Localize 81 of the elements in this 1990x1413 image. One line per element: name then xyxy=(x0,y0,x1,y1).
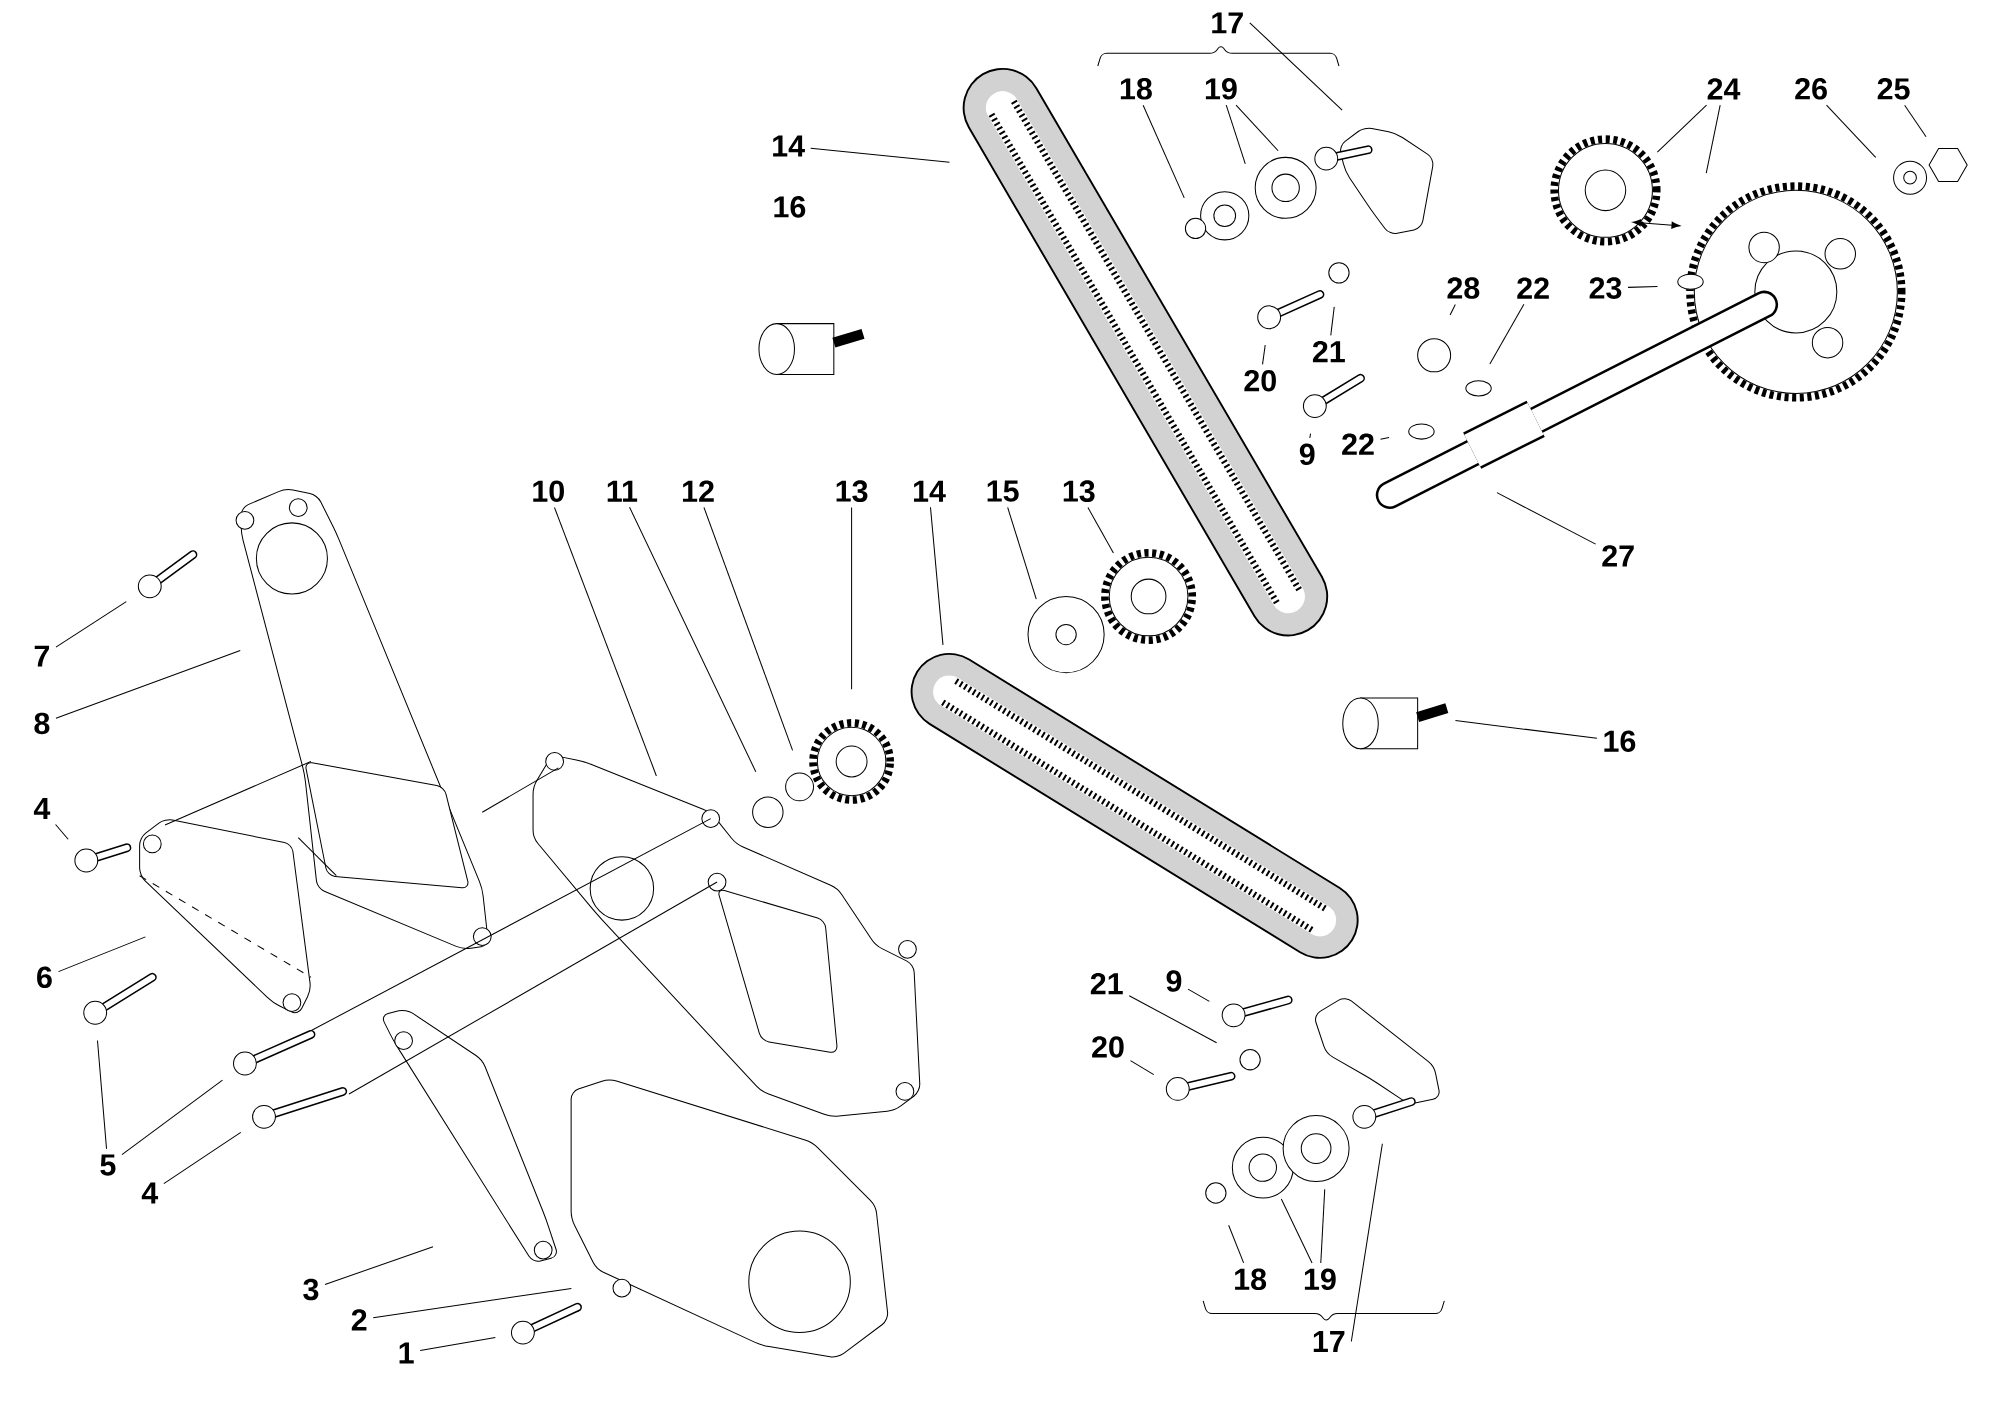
callout-number: 28 xyxy=(1447,277,1480,300)
leader-line xyxy=(55,601,127,648)
callout-number: 25 xyxy=(1877,78,1910,100)
leader-line xyxy=(163,1132,242,1185)
leader-line xyxy=(57,936,146,973)
leader-line xyxy=(810,147,950,163)
callout-number: 24 xyxy=(1707,78,1741,100)
callout-number: 22 xyxy=(1517,277,1549,299)
leader-line xyxy=(1489,304,1525,365)
callout-number: 19 xyxy=(1304,1268,1336,1291)
leader-line xyxy=(1309,433,1312,439)
leader-line xyxy=(1235,104,1279,152)
callout-number: 13 xyxy=(1063,480,1095,503)
callout-number: 17 xyxy=(1212,12,1243,34)
callout-number: 23 xyxy=(1589,277,1622,300)
leader-line xyxy=(554,507,657,777)
callout-number: 16 xyxy=(1604,730,1636,753)
callout-number: 18 xyxy=(1120,78,1152,100)
callout-number: 6 xyxy=(37,966,52,989)
callout-number: 3 xyxy=(303,1278,319,1301)
callout-number: 21 xyxy=(1090,973,1123,995)
callout-number: 20 xyxy=(1244,370,1276,392)
callout-number: 16 xyxy=(774,196,806,218)
leader-line xyxy=(121,1079,223,1156)
callout-number: 17 xyxy=(1313,1331,1345,1353)
leader-line xyxy=(851,507,853,690)
callout-number: 1 xyxy=(399,1342,414,1364)
leader-line xyxy=(1320,1188,1326,1264)
leader-line xyxy=(1454,720,1598,740)
leader-line xyxy=(324,1246,434,1286)
leader-line xyxy=(372,1288,572,1319)
callout-number: 21 xyxy=(1312,341,1345,363)
callout-number: 22 xyxy=(1342,433,1374,456)
callout-number: 12 xyxy=(683,480,714,502)
leader-line xyxy=(1330,306,1335,337)
callout-number: 14 xyxy=(914,480,946,502)
callout-number: 4 xyxy=(141,1182,159,1204)
leader-line xyxy=(1187,988,1210,1003)
callout-number: 4 xyxy=(33,798,51,820)
leader-line xyxy=(96,1040,108,1150)
leader-line xyxy=(1380,437,1390,441)
leader-line xyxy=(1826,104,1877,159)
callout-number: 13 xyxy=(836,480,868,503)
leader-line xyxy=(1449,304,1456,316)
callout-number: 7 xyxy=(34,645,50,667)
leader-line xyxy=(1904,104,1927,138)
leader-line xyxy=(1142,104,1185,199)
callout-number: 2 xyxy=(351,1309,367,1331)
leader-line xyxy=(1280,1198,1313,1264)
leader-line xyxy=(1262,344,1266,366)
leader-line xyxy=(1130,1060,1155,1076)
leader-line xyxy=(1087,507,1114,554)
leader-line xyxy=(1705,104,1721,174)
leader-line xyxy=(1656,104,1708,153)
callout-number: 26 xyxy=(1795,78,1827,100)
callout-number: 9 xyxy=(1166,970,1182,993)
leader-line xyxy=(1128,995,1218,1044)
callout-number: 11 xyxy=(607,480,638,502)
callout-number: 27 xyxy=(1602,545,1634,567)
callout-number: 20 xyxy=(1092,1036,1124,1059)
leader-line xyxy=(629,506,757,773)
callout-number: 5 xyxy=(100,1154,116,1176)
leader-line xyxy=(55,650,241,719)
leader-line xyxy=(1350,1143,1383,1343)
callout-number: 18 xyxy=(1235,1268,1267,1291)
callout-number: 9 xyxy=(1299,443,1315,466)
leader-line xyxy=(1496,492,1597,545)
leader-line xyxy=(929,506,944,646)
leader-line xyxy=(1228,1224,1245,1264)
callout-number: 15 xyxy=(987,480,1019,502)
callout-number: 10 xyxy=(533,480,564,503)
leader-line xyxy=(1007,507,1037,600)
leader-line xyxy=(1225,104,1246,165)
leader-line xyxy=(55,824,69,840)
leader-line xyxy=(419,1337,496,1352)
callout-number: 19 xyxy=(1205,78,1237,100)
leader-line xyxy=(1627,286,1658,289)
leader-line xyxy=(703,507,794,752)
leader-line xyxy=(1249,22,1343,111)
callout-number: 14 xyxy=(773,135,805,157)
callout-number: 8 xyxy=(34,712,50,735)
